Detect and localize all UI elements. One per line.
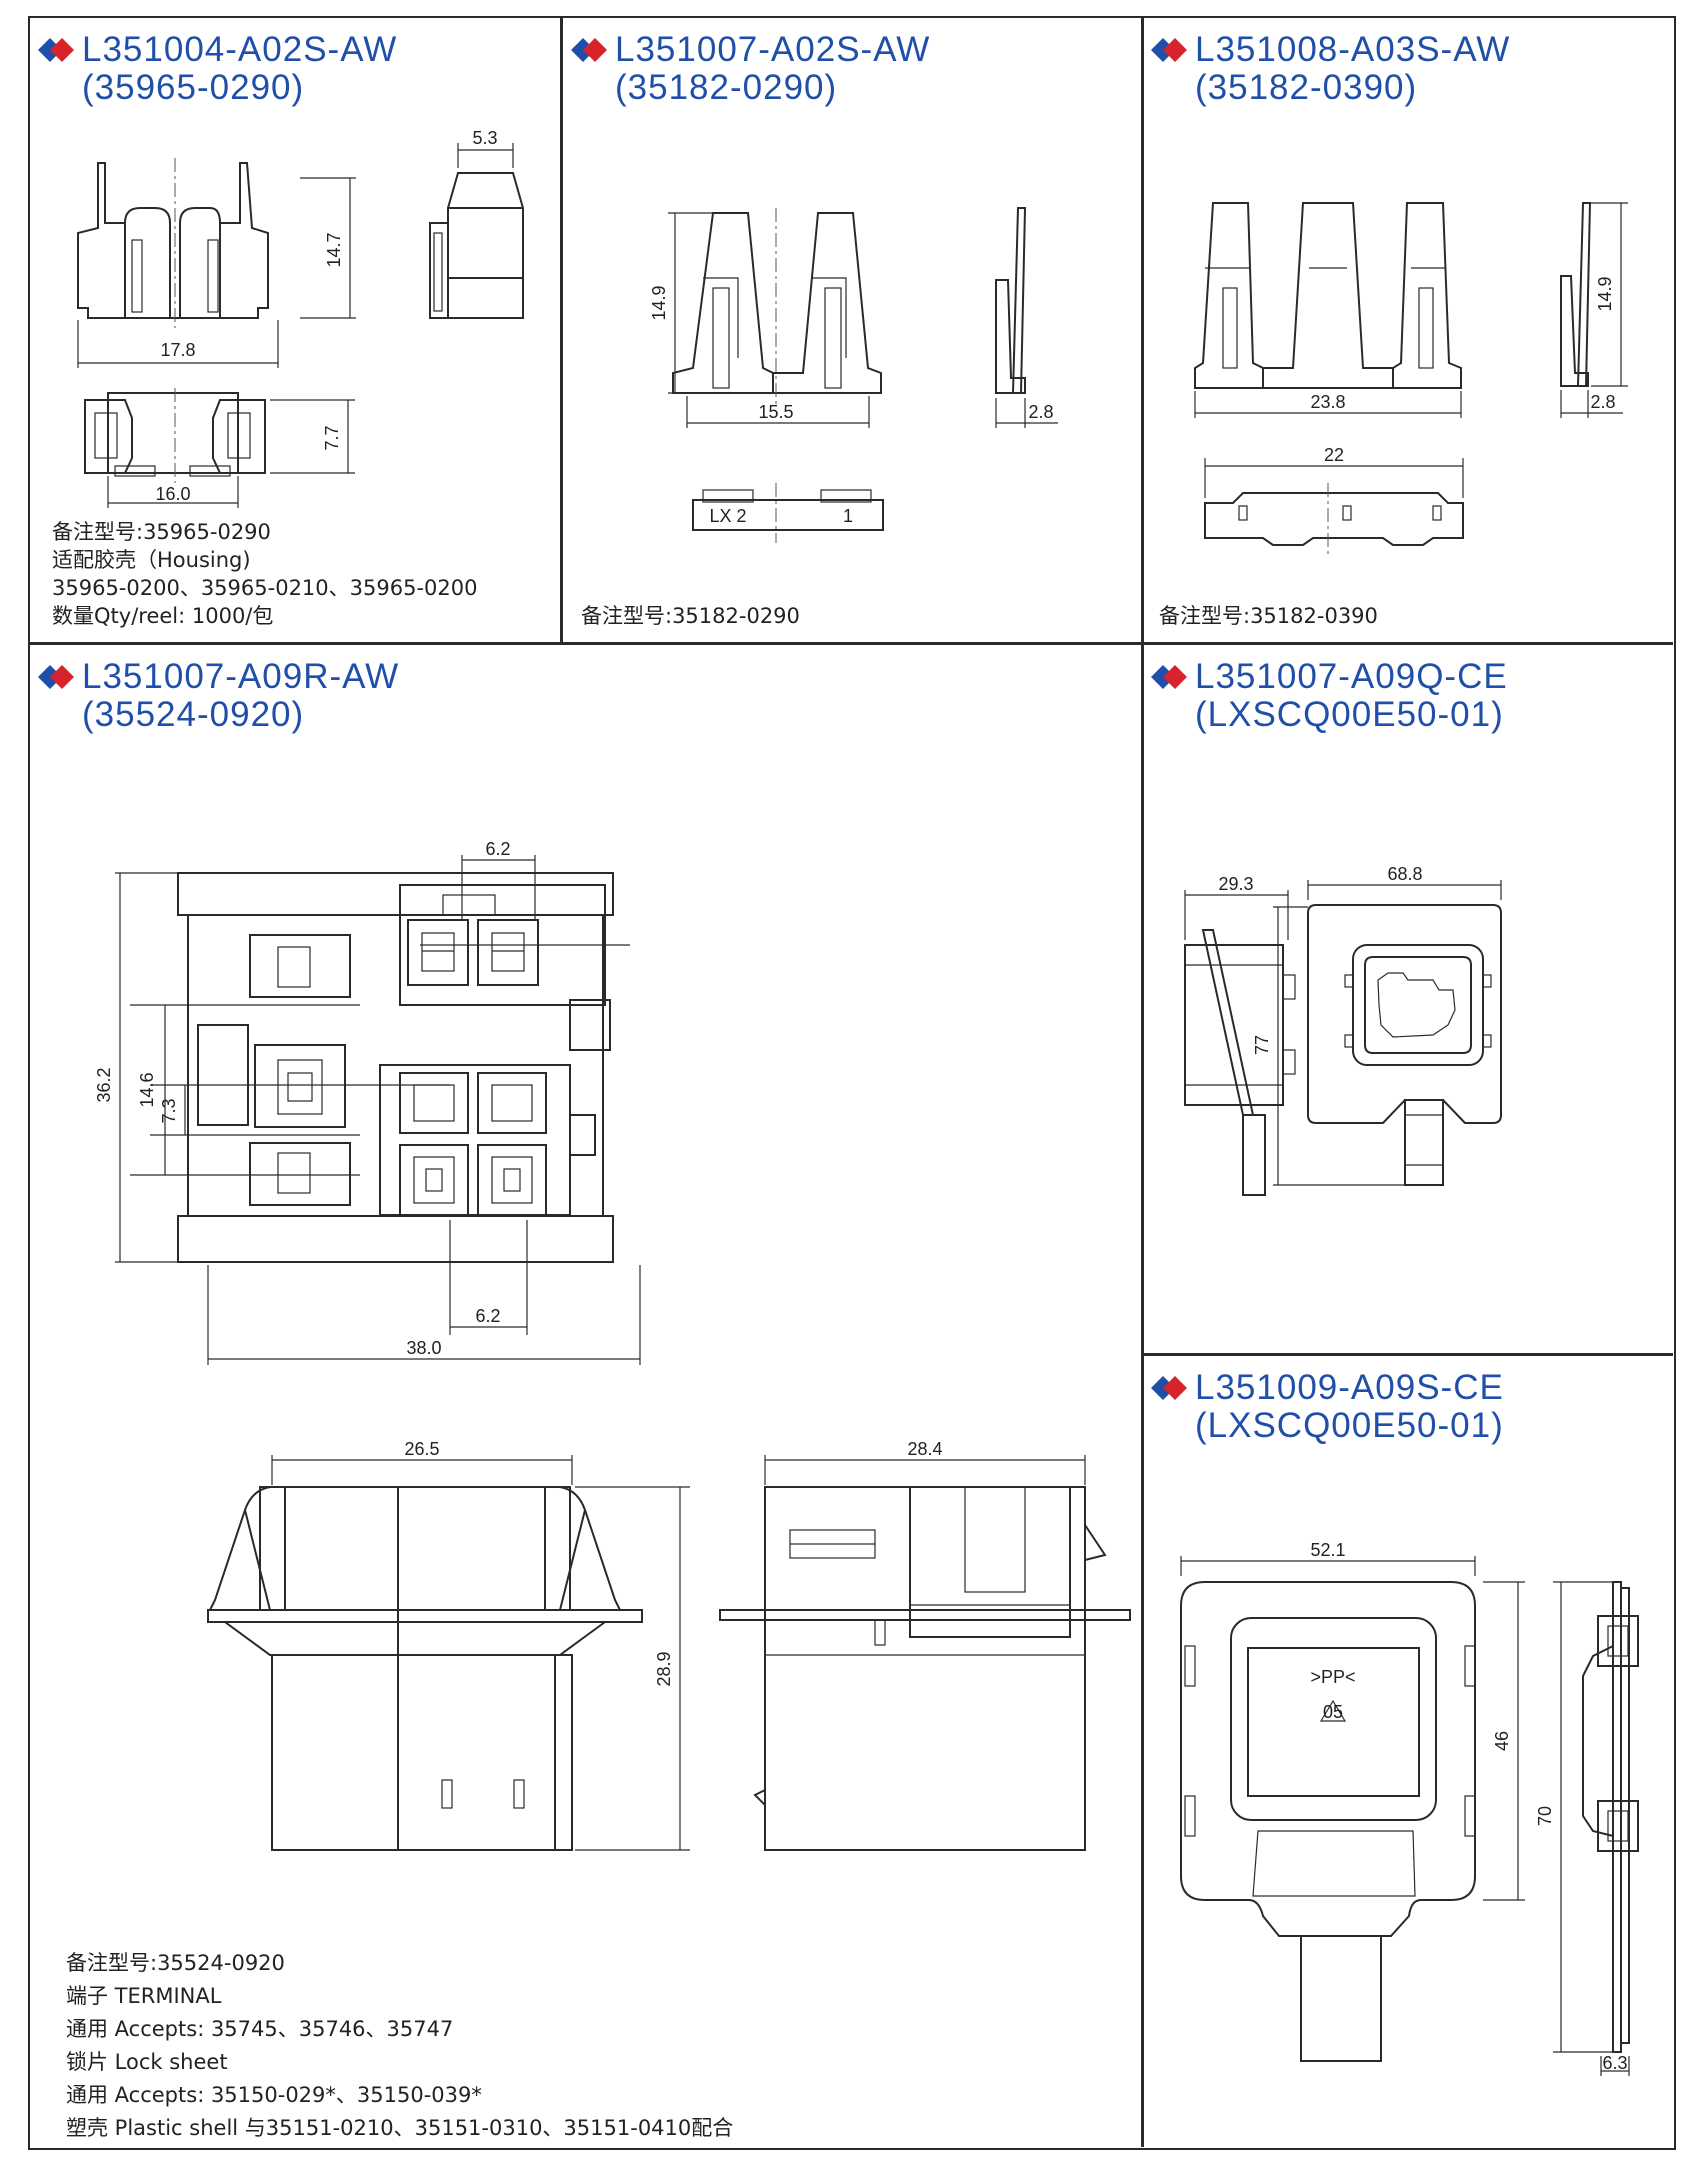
dim-top-width: 5.3 <box>472 128 497 148</box>
note-line: 通用 Accepts: 35745、35746、35747 <box>66 2017 454 2041</box>
front-view: 26.5 28.9 <box>207 1439 690 1851</box>
note-line: 端子 TERMINAL <box>66 1984 222 2008</box>
terminal-drawing: 17.8 14.7 5.3 <box>77 128 524 508</box>
part-number: L351004-A02S-AW <box>82 30 398 69</box>
dim-bottom-width: 16.0 <box>155 484 190 504</box>
terminal-drawing: 23.8 14.9 2.8 22 <box>1194 202 1628 558</box>
part-number: L351008-A03S-AW <box>1195 30 1511 69</box>
brand-diamond-icon <box>1151 38 1187 62</box>
note-line: 数量Qty/reel: 1000/包 <box>52 604 274 628</box>
dim-height: 14.9 <box>649 285 669 320</box>
cell-l351004: L351004-A02S-AW (35965-0290) 17.8 14.7 <box>30 18 560 642</box>
cell-l351009: L351009-A09S-CE (LXSCQ00E50-01) >PP< 05 … <box>1143 1356 1673 2150</box>
alt-part-number: (35182-0290) <box>615 68 838 107</box>
note-line: 备注型号:35965-0290 <box>52 520 271 544</box>
seal-drawing: >PP< 05 52.1 46 70 6.3 <box>1180 1540 1639 2076</box>
brand-diamond-icon <box>1151 1376 1187 1400</box>
note-line: 通用 Accepts: 35150-029*、35150-039* <box>66 2083 482 2107</box>
terminal-drawing: 14.9 15.5 2.8 LX 2 1 <box>649 207 1058 543</box>
dim-side-width: 6.3 <box>1602 2053 1627 2073</box>
dim-pitch: 7.3 <box>159 1098 179 1123</box>
note-line: 塑壳 Plastic shell 与35151-0210、35151-0310、… <box>66 2116 734 2140</box>
dim-inner-height: 46 <box>1492 1731 1512 1751</box>
dim-side-width: 2.8 <box>1590 392 1615 412</box>
note-line: 备注型号:35182-0390 <box>1159 604 1378 628</box>
material-mark: >PP< <box>1310 1667 1355 1687</box>
dim-top-pitch: 6.2 <box>485 839 510 859</box>
alt-part-number: (LXSCQ00E50-01) <box>1195 695 1504 734</box>
brand-diamond-icon <box>571 38 607 62</box>
note-line: 35965-0200、35965-0210、35965-0200 <box>52 576 478 600</box>
alt-part-number: (35524-0920) <box>82 695 305 734</box>
part-number: L351007-A09R-AW <box>82 657 400 696</box>
recycle-code: 05 <box>1323 1702 1343 1722</box>
cavity-row-top <box>407 894 539 986</box>
terminal-label: LX 2 <box>709 506 746 526</box>
brand-diamond-icon <box>1151 665 1187 689</box>
dim-front-width: 26.5 <box>404 1439 439 1459</box>
note-line: 备注型号:35524-0920 <box>66 1951 285 1975</box>
col-divider-2 <box>1141 18 1144 2147</box>
alt-part-number: (35965-0290) <box>82 68 305 107</box>
cell-l351007-a02s: L351007-A02S-AW (35182-0290) 14.9 15.5 <box>563 18 1141 642</box>
part-number: L351009-A09S-CE <box>1195 1368 1504 1407</box>
brand-diamond-icon <box>38 665 74 689</box>
col-divider-1 <box>560 18 563 642</box>
seal-drawing: 29.3 68.8 77 <box>1184 864 1502 1196</box>
dim-front-height: 28.9 <box>654 1651 674 1686</box>
alt-part-number: (35182-0390) <box>1195 68 1418 107</box>
dim-height: 14.7 <box>324 232 344 267</box>
alt-part-number: (LXSCQ00E50-01) <box>1195 1406 1504 1445</box>
note-line: 备注型号:35182-0290 <box>581 604 800 628</box>
cell-l351007-a09q: L351007-A09Q-CE (LXSCQ00E50-01) 29.3 <box>1143 645 1673 1353</box>
cavity-row-middle <box>399 1072 547 1134</box>
cavity-row-bottom <box>399 1144 547 1216</box>
dim-height: 14.9 <box>1595 276 1615 311</box>
side-view: 28.4 <box>719 1439 1131 1851</box>
note-line: 锁片 Lock sheet <box>66 2050 228 2074</box>
dim-width: 15.5 <box>758 402 793 422</box>
right-row-divider <box>1141 1353 1673 1356</box>
dim-side-width: 29.3 <box>1218 874 1253 894</box>
housing-drawing: 36.2 14.6 7.3 6.2 6.2 38.0 <box>94 839 1131 1851</box>
dim-height: 70 <box>1535 1806 1555 1826</box>
brand-diamond-icon <box>38 38 74 62</box>
dim-front-width: 68.8 <box>1387 864 1422 884</box>
dim-bottom-width: 22 <box>1324 445 1344 465</box>
part-number: L351007-A09Q-CE <box>1195 657 1508 696</box>
cell-l351007-a09r: L351007-A09R-AW (35524-0920) <box>30 645 1141 2150</box>
cell-l351008: L351008-A03S-AW (35182-0390) 23.8 14.9 <box>1143 18 1673 642</box>
note-line: 适配胶壳（Housing) <box>52 548 251 572</box>
dim-mid: 14.6 <box>137 1072 157 1107</box>
dim-bottom-height: 7.7 <box>322 425 342 450</box>
terminal-label: 1 <box>843 506 853 526</box>
dim-height: 36.2 <box>94 1067 114 1102</box>
dim-width: 38.0 <box>406 1338 441 1358</box>
part-number: L351007-A02S-AW <box>615 30 931 69</box>
row-divider <box>30 642 1673 645</box>
dim-width: 23.8 <box>1310 392 1345 412</box>
cavity-column-left <box>197 934 351 1206</box>
dim-width: 52.1 <box>1310 1540 1345 1560</box>
drawing-sheet: L351004-A02S-AW (35965-0290) 17.8 14.7 <box>28 16 1676 2150</box>
dim-side-width: 28.4 <box>907 1439 942 1459</box>
dim-bottom-pitch: 6.2 <box>475 1306 500 1326</box>
dim-side-width: 2.8 <box>1028 402 1053 422</box>
dim-width: 17.8 <box>160 340 195 360</box>
dim-height: 77 <box>1252 1035 1272 1055</box>
